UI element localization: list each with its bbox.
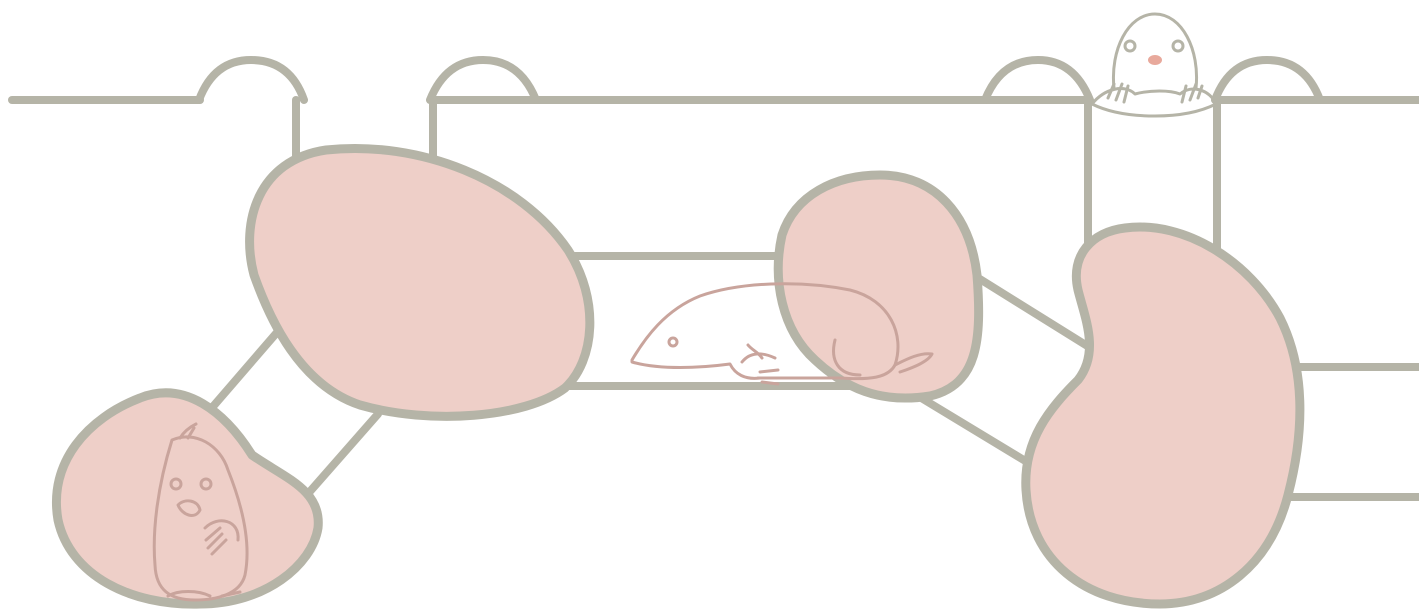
molehill-2 <box>430 60 536 100</box>
mole-peeking-icon <box>1092 14 1216 116</box>
mole-crawling-paw <box>742 354 778 384</box>
mole-peeking-claw-left <box>1108 84 1128 102</box>
mole-peeking-eye-right <box>1173 41 1183 51</box>
tunnel-diag-left-b <box>306 414 378 496</box>
mole-crawling-eye <box>669 338 677 346</box>
mole-peeking-claw-right <box>1182 84 1202 102</box>
chamber-right <box>1026 227 1300 604</box>
molehill-4 <box>1215 60 1320 100</box>
mole-peeking-eye-left <box>1125 41 1135 51</box>
chamber-large-left <box>250 148 590 416</box>
tunnel-diag-left-a <box>210 322 286 410</box>
tunnel-diag-right-b <box>918 396 1032 465</box>
molehill-1 <box>199 60 304 100</box>
mole-peeking-nose <box>1148 55 1162 65</box>
molehills <box>199 60 1320 100</box>
chamber-middle <box>778 175 978 398</box>
chamber-bottom-left <box>56 393 318 604</box>
molehill-3 <box>985 60 1090 100</box>
